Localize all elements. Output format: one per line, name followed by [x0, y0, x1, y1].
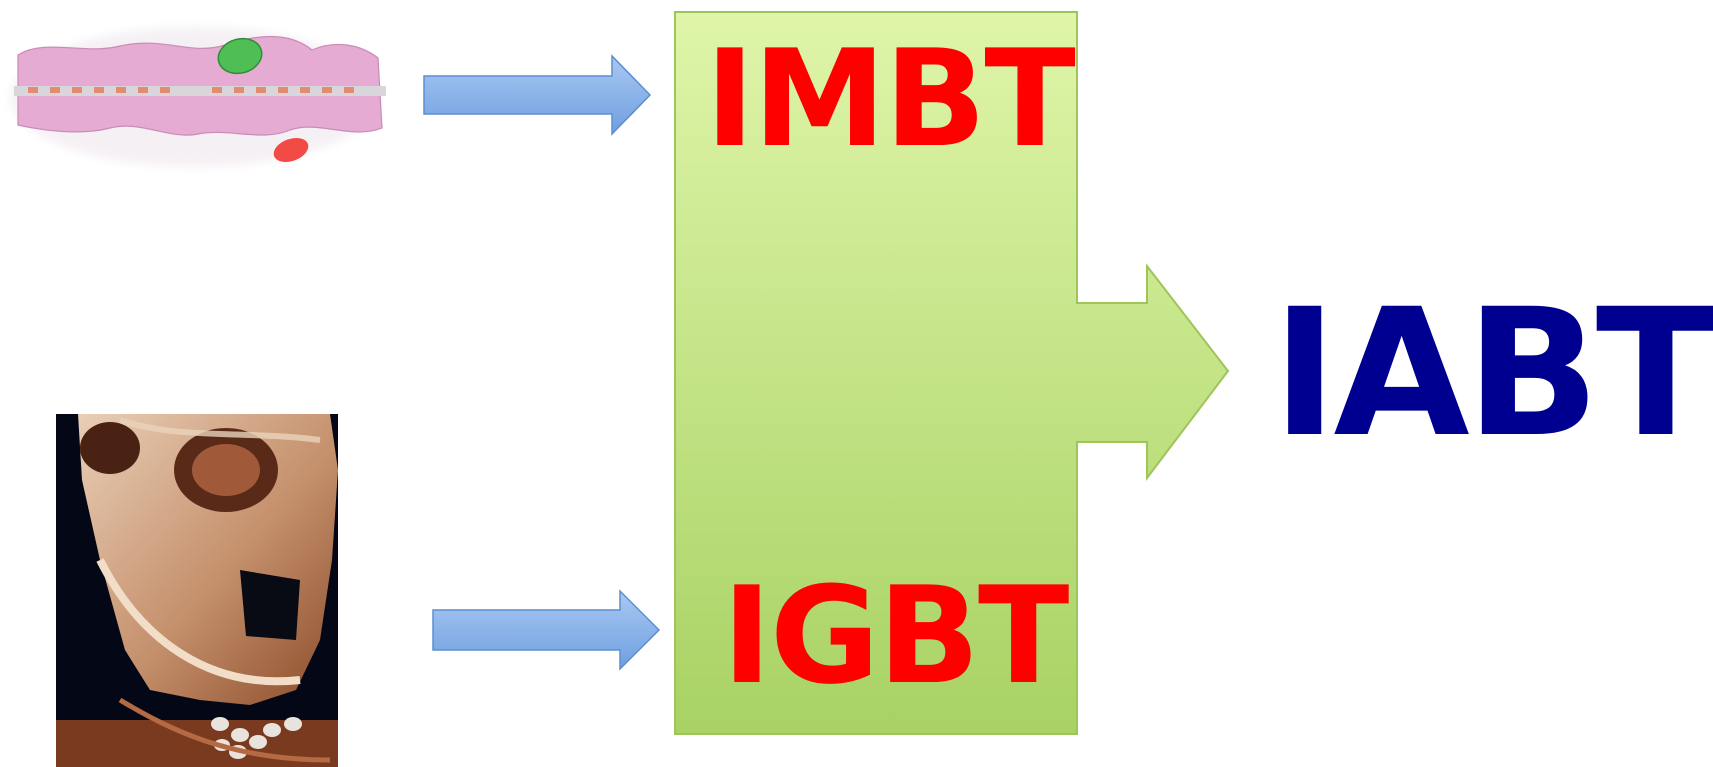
skull-ct-3d-image: [56, 414, 338, 767]
bottom-input-arrow: [432, 589, 661, 671]
combination-box-arrow: [674, 11, 1230, 735]
igbt-label: IGBT: [722, 558, 1069, 714]
imbt-label: IMBT: [705, 21, 1076, 177]
microscopic-tissue-icon: [10, 27, 386, 167]
iabt-label: IABT: [1272, 271, 1713, 476]
top-input-arrow: [423, 54, 652, 136]
